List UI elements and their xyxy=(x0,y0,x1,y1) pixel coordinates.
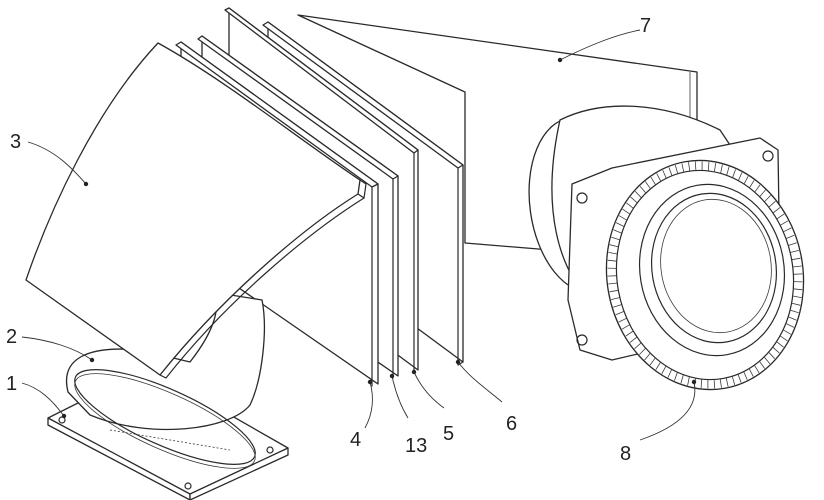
label-part-8: 8 xyxy=(620,443,631,465)
label-part-7: 7 xyxy=(640,15,651,37)
part-8-lens-assembly xyxy=(528,105,805,391)
part-3-curved-screen xyxy=(25,42,367,379)
lens-knurling xyxy=(607,161,803,389)
label-part-6: 6 xyxy=(506,413,517,435)
label-part-2: 2 xyxy=(6,326,17,348)
part-labels: 1 2 3 4 13 5 6 7 8 xyxy=(6,15,651,465)
label-part-1: 1 xyxy=(6,373,17,395)
label-part-3: 3 xyxy=(10,131,21,153)
label-part-5: 5 xyxy=(443,423,454,445)
label-part-13: 13 xyxy=(405,435,427,457)
label-part-4: 4 xyxy=(350,429,361,451)
leader-lines xyxy=(21,29,697,441)
